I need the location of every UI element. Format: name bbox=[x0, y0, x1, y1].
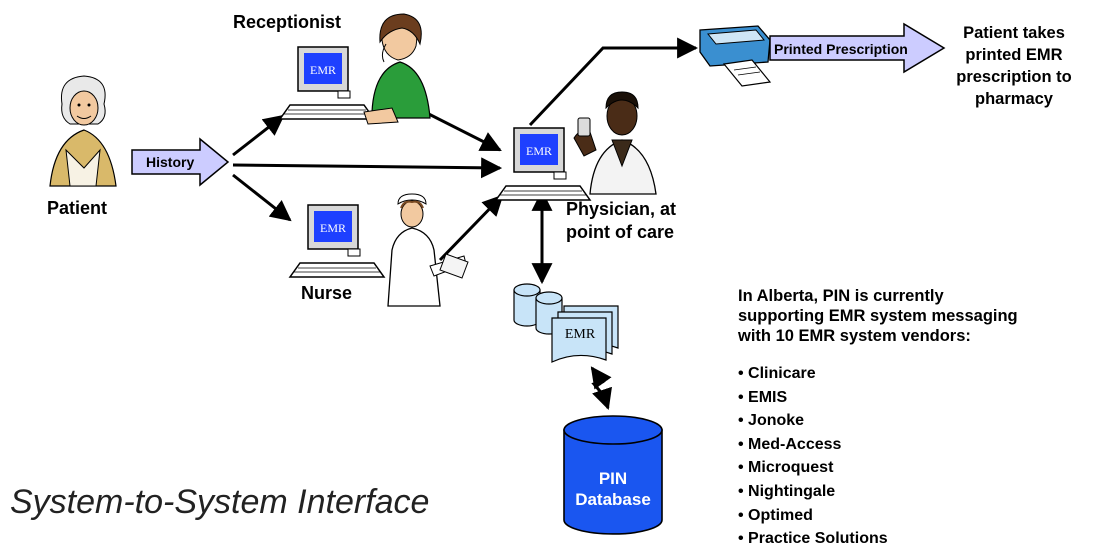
emr-docs-label: EMR bbox=[565, 327, 596, 342]
pin-db-line2: Database bbox=[575, 490, 651, 509]
history-arrow: History bbox=[131, 137, 230, 187]
vendor-item: Nightingale bbox=[738, 480, 888, 504]
nurse-emr-label: EMR bbox=[320, 221, 346, 235]
info-line3: with 10 EMR system vendors: bbox=[738, 327, 971, 345]
info-line1: In Alberta, PIN is currently bbox=[738, 287, 944, 305]
receptionist-computer: EMR bbox=[279, 46, 375, 120]
receptionist-emr-label: EMR bbox=[310, 63, 336, 77]
physician-computer: EMR bbox=[495, 127, 591, 201]
vendor-item: Clinicare bbox=[738, 362, 888, 386]
vendor-item: Med-Access bbox=[738, 433, 888, 457]
nurse-computer: EMR bbox=[289, 204, 385, 278]
nurse-label: Nurse bbox=[301, 283, 353, 303]
vendor-item: EMIS bbox=[738, 386, 888, 410]
patient-takes-line4: pharmacy bbox=[975, 90, 1053, 108]
physician-emr-label: EMR bbox=[526, 144, 552, 158]
vendor-item: Jonoke bbox=[738, 409, 888, 433]
physician-label-line2: point of care bbox=[566, 222, 675, 242]
patient-takes-line2: printed EMR bbox=[965, 46, 1063, 64]
vendor-list: Clinicare EMIS Jonoke Med-Access Microqu… bbox=[738, 362, 888, 551]
vendor-item: Microquest bbox=[738, 456, 888, 480]
patient-takes-line1: Patient takes bbox=[963, 24, 1065, 42]
pin-db-line1: PIN bbox=[599, 469, 627, 488]
vendor-info-intro: In Alberta, PIN is currently supporting … bbox=[738, 286, 1088, 346]
slide-title: System-to-System Interface bbox=[10, 483, 430, 521]
physician-label-line1: Physician, at bbox=[566, 199, 677, 219]
patient-illustration bbox=[49, 75, 117, 187]
vendor-item: Optimed bbox=[738, 504, 888, 528]
printed-prescription-arrow: Printed Prescription bbox=[769, 22, 946, 74]
history-arrow-label: History bbox=[146, 154, 194, 170]
physician-illustration bbox=[573, 91, 657, 195]
receptionist-label: Receptionist bbox=[233, 12, 342, 32]
emr-local-database-icon: EMR bbox=[513, 283, 619, 363]
nurse-illustration bbox=[387, 193, 469, 307]
info-line2: supporting EMR system messaging bbox=[738, 307, 1018, 325]
patient-label: Patient bbox=[47, 198, 108, 218]
printed-prescription-label: Printed Prescription bbox=[774, 41, 908, 57]
physician-label: Physician, at point of care bbox=[566, 198, 676, 244]
vendor-item: Practice Solutions bbox=[738, 527, 888, 551]
patient-takes-note: Patient takes printed EMR prescription t… bbox=[944, 22, 1084, 110]
receptionist-illustration bbox=[363, 13, 431, 125]
printer-icon bbox=[699, 25, 772, 87]
patient-takes-line3: prescription to bbox=[956, 68, 1072, 86]
pin-database-cylinder: PIN Database bbox=[563, 415, 663, 535]
